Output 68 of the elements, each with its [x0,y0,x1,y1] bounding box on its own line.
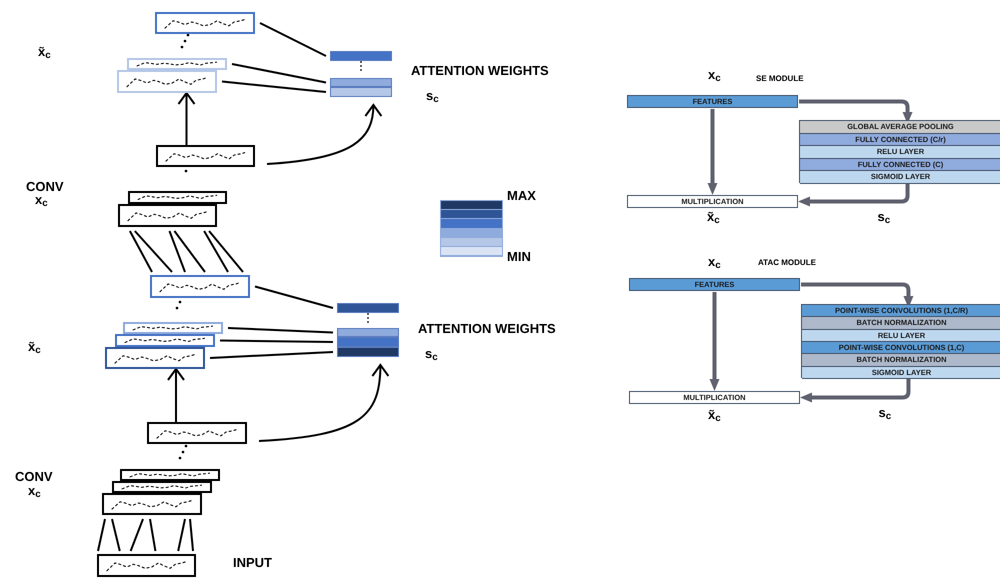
connector-line [130,518,144,552]
connector-line [177,518,186,552]
text-label: x̃$_{c}$ [28,340,41,353]
feature-map [127,58,227,70]
feature-map [97,554,196,577]
weight-bar [337,328,399,337]
arrow [258,364,389,442]
feature-map [102,493,202,515]
feature-map [112,481,212,493]
text-label: x$_{c}$ [35,193,48,206]
text-label: x̃$_{c}$ [708,408,721,421]
connector-line [254,286,334,309]
connector-line [203,230,229,272]
text-label: x$_{c}$ [708,68,721,81]
arrow [708,109,718,195]
feature-map [128,191,227,204]
text-label: MIN [507,250,531,263]
arrow [710,292,720,391]
text-label: x̃$_{c}$ [707,210,720,223]
connector-line [111,518,121,552]
feature-map [156,145,255,167]
text-label: SE MODULE [756,75,804,83]
layer-stack [801,304,1000,378]
feature-map [117,70,217,93]
text-label: ATTENTION WEIGHTS [411,64,549,77]
text-label: x$_{c}$ [28,484,41,497]
feature-map [115,334,215,347]
connector-line [168,230,186,272]
weight-bar [330,87,392,97]
connector-line [232,63,326,84]
connector-line [220,340,334,343]
connector-line [208,230,244,273]
connector-line [222,80,326,93]
feature-map [120,469,220,481]
feature-map [123,322,223,334]
text-label: MAX [507,189,536,202]
text-label: s$_{c}$ [425,347,438,360]
text-label: x̃$_{c}$ [38,45,51,58]
connector-line [97,518,106,552]
arrow [178,92,196,145]
connector-line [228,327,334,334]
feature-map [147,422,247,444]
connector-line [174,230,206,273]
weight-bar [330,51,392,61]
feature-map [155,12,255,34]
weight-bar [337,347,399,357]
text-label: INPUT [233,556,272,569]
layer-stack [799,120,1000,183]
text-label: CONV [26,180,64,193]
arrow [167,368,185,422]
text-label: x$_{c}$ [708,255,721,268]
connector-line [189,518,194,552]
feature-map [118,204,217,227]
weight-bar [330,78,392,87]
text-label: ATAC MODULE [758,259,816,267]
text-label: CONV [15,470,53,483]
arrow [266,104,382,165]
connector-line [134,230,173,273]
connector-line [149,518,156,552]
text-label: s$_{c}$ [426,89,439,102]
text-label: ATTENTION WEIGHTS [418,322,556,335]
weight-bar [337,303,399,313]
feature-map [150,275,250,298]
connector-line [210,351,334,359]
connector-line [129,230,153,272]
weight-bar [337,337,399,347]
connector-line [260,22,326,57]
feature-map [105,347,205,369]
